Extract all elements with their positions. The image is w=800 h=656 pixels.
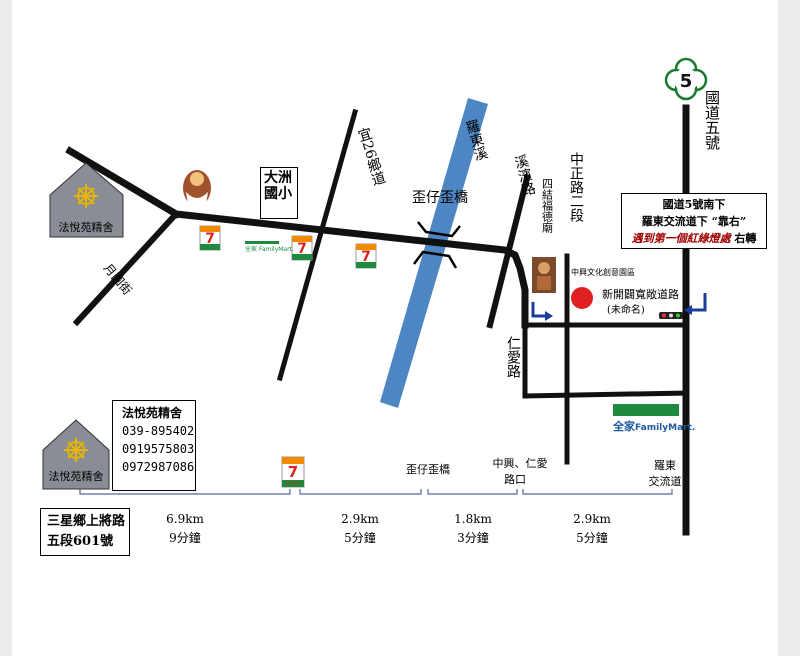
phone-3: 0972987086	[122, 460, 195, 474]
label-xibin: 溪濱路	[511, 153, 537, 198]
address-line-2: 五段601號	[47, 534, 114, 549]
phone-2: 0919575803	[122, 442, 195, 456]
directions-line-1: 國道5號南下	[662, 198, 726, 211]
svg-text:全家 FamilyMart.: 全家 FamilyMart.	[245, 245, 294, 253]
temple-label-bottom: 法悅苑精舍	[49, 469, 104, 483]
road-yi26	[276, 108, 359, 382]
label-bridge: 歪仔歪橋	[412, 190, 468, 206]
turn-arrow-icon	[692, 293, 707, 312]
svg-text:5: 5	[680, 71, 693, 92]
contact-box: 法悅苑精舍 039-895402 0919575803 0972987086	[112, 400, 196, 491]
directions-box: 國道5號南下 羅東交流道下 “靠右” 遇到第一個紅綠燈處 右轉	[621, 193, 767, 249]
road-bottom	[522, 390, 689, 399]
svg-text:2.9km: 2.9km	[573, 512, 611, 526]
svg-text:全家FamilyMart.: 全家FamilyMart.	[612, 419, 695, 433]
road-main	[172, 210, 529, 329]
point-junction-2: 路口	[504, 473, 526, 486]
label-yi26: 宜26鄉道	[354, 126, 387, 189]
seven-eleven-1: 7	[199, 225, 221, 251]
label-renai: 仁愛路	[505, 336, 521, 378]
svg-text:ELEVEn: ELEVEn	[285, 481, 301, 486]
temple-label-top: 法悅苑精舍	[59, 220, 114, 234]
directions-line-2: 羅東交流道下 “靠右”	[641, 215, 747, 228]
seven-eleven-4: 7 ELEVEn	[281, 456, 305, 488]
svg-text:1.8km: 1.8km	[454, 512, 492, 526]
svg-text:5分鐘: 5分鐘	[576, 530, 608, 545]
traffic-light-icon	[659, 312, 683, 319]
svg-text:7: 7	[361, 249, 371, 265]
svg-text:7: 7	[205, 231, 215, 247]
segment-1: 6.9km 9分鐘	[166, 512, 204, 545]
svg-text:2.9km: 2.9km	[341, 512, 379, 526]
label-highway: 國道五號	[703, 90, 721, 151]
road-upper-left	[65, 146, 181, 219]
svg-text:3分鐘: 3分鐘	[457, 530, 489, 545]
highway-5-sign: 5	[664, 57, 708, 101]
svg-text:6.9km: 6.9km	[166, 512, 204, 526]
deity-statue-icon	[183, 170, 211, 208]
temple-house-bottom: 法悅苑精舍	[42, 419, 110, 490]
turn-arrow-icon-2	[531, 302, 545, 318]
familymart-large: 全家FamilyMart.	[612, 404, 695, 433]
distance-bar	[79, 489, 673, 495]
segment-3: 1.8km 3分鐘	[454, 512, 492, 545]
address-box: 三星鄉上將路 五段601號	[40, 508, 130, 556]
school-label-box: 大洲國小	[260, 167, 298, 219]
seven-eleven-3: 7	[355, 243, 377, 269]
label-new-road: 新開闢寬敞道路	[602, 287, 679, 301]
map-card	[12, 0, 778, 656]
label-new-road-note: (未命名)	[607, 303, 645, 316]
segment-4: 2.9km 5分鐘	[573, 512, 611, 545]
label-zhongzheng: 中正路二段	[568, 152, 584, 222]
segment-2: 2.9km 5分鐘	[341, 512, 379, 545]
point-bridge: 歪仔歪橋	[406, 462, 450, 476]
temple-house-top: 法悅苑精舍	[49, 162, 124, 238]
dharma-wheel-icon	[64, 438, 88, 462]
svg-text:7: 7	[288, 463, 298, 481]
culture-park-marker	[571, 287, 593, 309]
dharma-wheel-icon	[74, 184, 98, 208]
address-line-1: 三星鄉上將路	[47, 514, 126, 529]
turn-arrow-head	[684, 305, 692, 315]
label-sijie-temple: 四結福德廟	[541, 178, 554, 234]
seven-eleven-2: 7	[291, 235, 313, 261]
turn-arrow-head-2	[545, 311, 553, 321]
road-yueyuan	[72, 209, 181, 327]
road-xibin	[486, 174, 531, 329]
contact-title: 法悅苑精舍	[122, 406, 183, 420]
svg-text:7: 7	[297, 241, 307, 257]
familymart-small: 全家 FamilyMart.	[245, 241, 294, 253]
point-interchange-2: 交流道	[649, 474, 682, 488]
roads	[65, 104, 690, 536]
svg-text:9分鐘: 9分鐘	[169, 530, 201, 545]
point-junction: 中興、仁愛	[493, 457, 548, 470]
svg-text:5分鐘: 5分鐘	[344, 530, 376, 545]
directions-line-3: 遇到第一個紅綠燈處 右轉	[631, 232, 757, 245]
bridge-marker	[413, 221, 461, 269]
point-interchange: 羅東	[654, 459, 676, 472]
phone-1: 039-895402	[122, 424, 195, 438]
label-culture-park: 中興文化創意園區	[571, 267, 635, 277]
fude-temple-icon	[532, 257, 556, 293]
